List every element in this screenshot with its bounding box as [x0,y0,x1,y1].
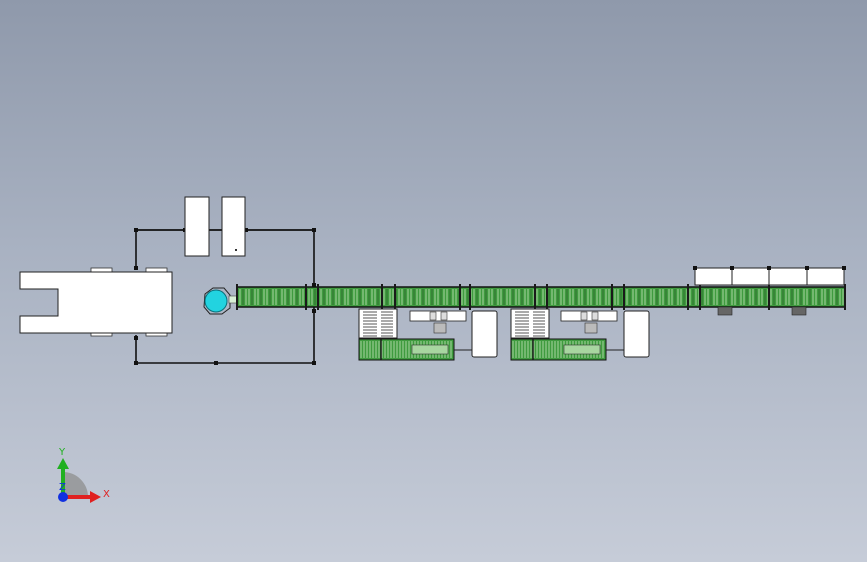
lift-cylinder [429,311,448,334]
transfer-slats [515,311,545,337]
control-cabinet-left[interactable] [184,196,210,257]
coordinate-triad-icon: Y X Z [57,447,110,503]
axis-label-z: Z [59,482,66,493]
control-cabinet-right[interactable] [221,196,246,257]
branch-station-1[interactable] [358,308,498,361]
branch-station-2[interactable] [510,308,650,361]
axis-label-x: X [103,489,110,500]
transfer-slats [363,311,393,337]
buffer-storage-racks[interactable] [693,266,846,286]
axis-label-y: Y [58,447,66,458]
cabinet-indicator [235,249,237,251]
conveyor-section-dividers [236,284,846,310]
lift-cylinder [580,311,599,334]
main-roller-conveyor[interactable] [236,286,846,308]
loading-station[interactable] [19,267,173,337]
stopper-units [717,306,807,316]
